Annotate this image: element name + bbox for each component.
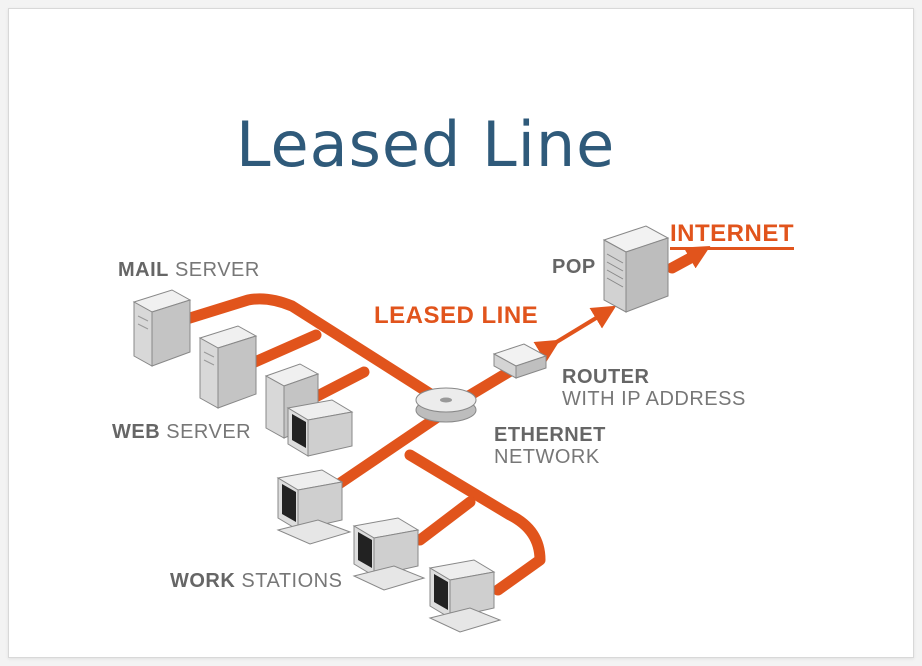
internet-label-text: INTERNET (670, 220, 794, 250)
page-title: Leased Line (236, 108, 616, 181)
router-icon (492, 343, 548, 379)
work-stations-label-rest: STATIONS (241, 570, 343, 592)
mail-server-label: MAIL SERVER (118, 259, 260, 282)
ethernet-label: ETHERNET NETWORK (494, 424, 606, 468)
workstation-icon (286, 399, 354, 457)
hub-icon (415, 387, 477, 423)
web-server-icon (198, 325, 258, 409)
mail-server-icon (132, 289, 192, 367)
router-label-line2: WITH IP ADDRESS (562, 388, 746, 410)
router-label-line1: ROUTER (562, 366, 650, 388)
ethernet-label-line1: ETHERNET (494, 424, 606, 446)
mail-server-label-rest: SERVER (174, 259, 260, 281)
leased-line-arrow (533, 305, 617, 363)
pop-label: POP (552, 256, 596, 279)
mail-server-label-bold: MAIL (118, 259, 169, 281)
workstation-icon (352, 517, 426, 591)
pop-label-text: POP (552, 256, 596, 278)
workstation-icon (276, 469, 352, 545)
router-label: ROUTER WITH IP ADDRESS (562, 366, 746, 410)
pop-server-icon (602, 225, 670, 313)
web-server-label-rest: SERVER (166, 421, 252, 443)
work-stations-label-bold: WORK (170, 570, 236, 592)
internet-label: INTERNET (670, 220, 794, 250)
web-server-label-bold: WEB (112, 421, 161, 443)
internet-arrow (671, 246, 711, 270)
ethernet-label-line2: NETWORK (494, 446, 600, 468)
work-stations-label: WORK STATIONS (170, 570, 342, 593)
leased-line-label: LEASED LINE (374, 302, 539, 329)
workstation-icon (428, 559, 502, 633)
web-server-label: WEB SERVER (112, 421, 251, 444)
